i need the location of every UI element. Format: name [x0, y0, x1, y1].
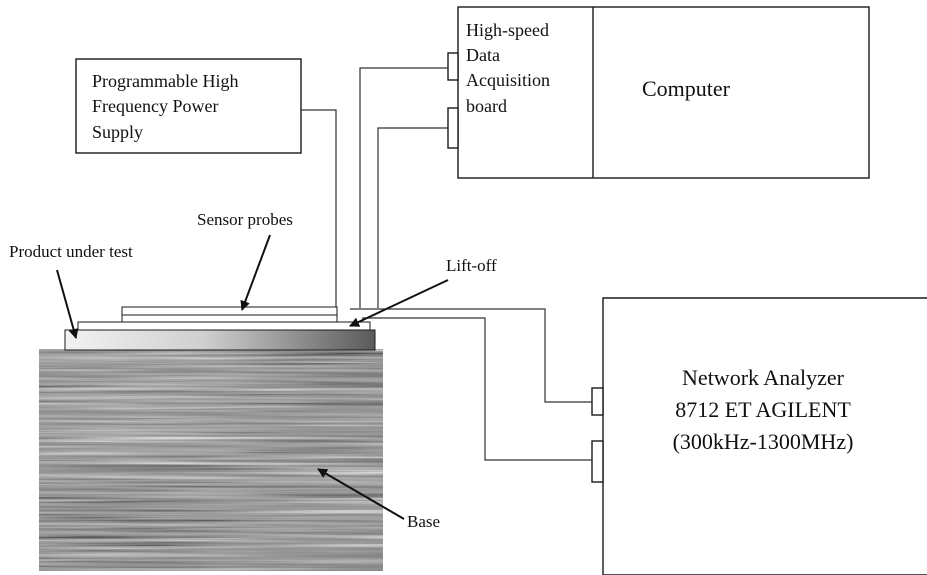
computer-enclosure: High-speed Data Acquisition board Comput…	[447, 6, 870, 179]
power-supply-label-line-3: Supply	[92, 122, 143, 142]
sensor-probes	[121, 306, 338, 316]
network-analyzer-label-line-1: Network Analyzer	[682, 365, 845, 390]
network-analyzer-label-line-2: 8712 ET AGILENT	[675, 397, 851, 422]
daq-label-line-3: Acquisition	[466, 70, 550, 90]
daq-label-line-1: High-speed	[466, 20, 549, 40]
analyzer-cable-2	[362, 317, 592, 461]
base-arrow	[317, 468, 405, 520]
daq-label-line-4: board	[466, 96, 507, 116]
power-supply-box: Programmable High Frequency Power Supply	[75, 58, 302, 154]
power-supply-label-line-1: Programmable High	[92, 71, 238, 91]
product-under-test-label: Product under test	[9, 242, 133, 261]
analyzer-port-2	[591, 440, 604, 483]
network-analyzer-box: Network Analyzer 8712 ET AGILENT (300kHz…	[591, 297, 927, 575]
computer-label: Computer	[642, 76, 731, 101]
test-stack	[64, 306, 376, 351]
sensor-probes-label: Sensor probes	[197, 210, 293, 229]
daq-port-2	[447, 107, 459, 149]
base-texture-noise	[39, 349, 383, 571]
sensor-probes-arrow	[240, 234, 271, 311]
network-analyzer-label-line-3: (300kHz-1300MHz)	[673, 429, 854, 454]
probe-carrier	[121, 314, 338, 323]
product-under-test-arrow	[56, 269, 79, 339]
annotations: Sensor probes Product under test Lift-of…	[9, 210, 497, 531]
network-analyzer-outline	[602, 297, 927, 575]
lift-off-label: Lift-off	[446, 256, 497, 275]
daq-label-line-2: Data	[466, 45, 500, 65]
power-supply-cable	[301, 109, 337, 308]
base-label: Base	[407, 512, 440, 531]
power-supply-label-line-2: Frequency Power	[92, 96, 218, 116]
lift-off-layer	[77, 321, 371, 331]
daq-cable-2	[377, 127, 448, 308]
daq-port-1	[447, 52, 459, 81]
base-block	[39, 349, 383, 571]
wiring	[301, 67, 592, 461]
product-under-test	[64, 329, 376, 351]
daq-cable-1	[359, 67, 448, 308]
analyzer-port-1	[591, 387, 604, 416]
analyzer-cable-1	[350, 308, 592, 403]
lift-off-arrow	[349, 279, 449, 327]
